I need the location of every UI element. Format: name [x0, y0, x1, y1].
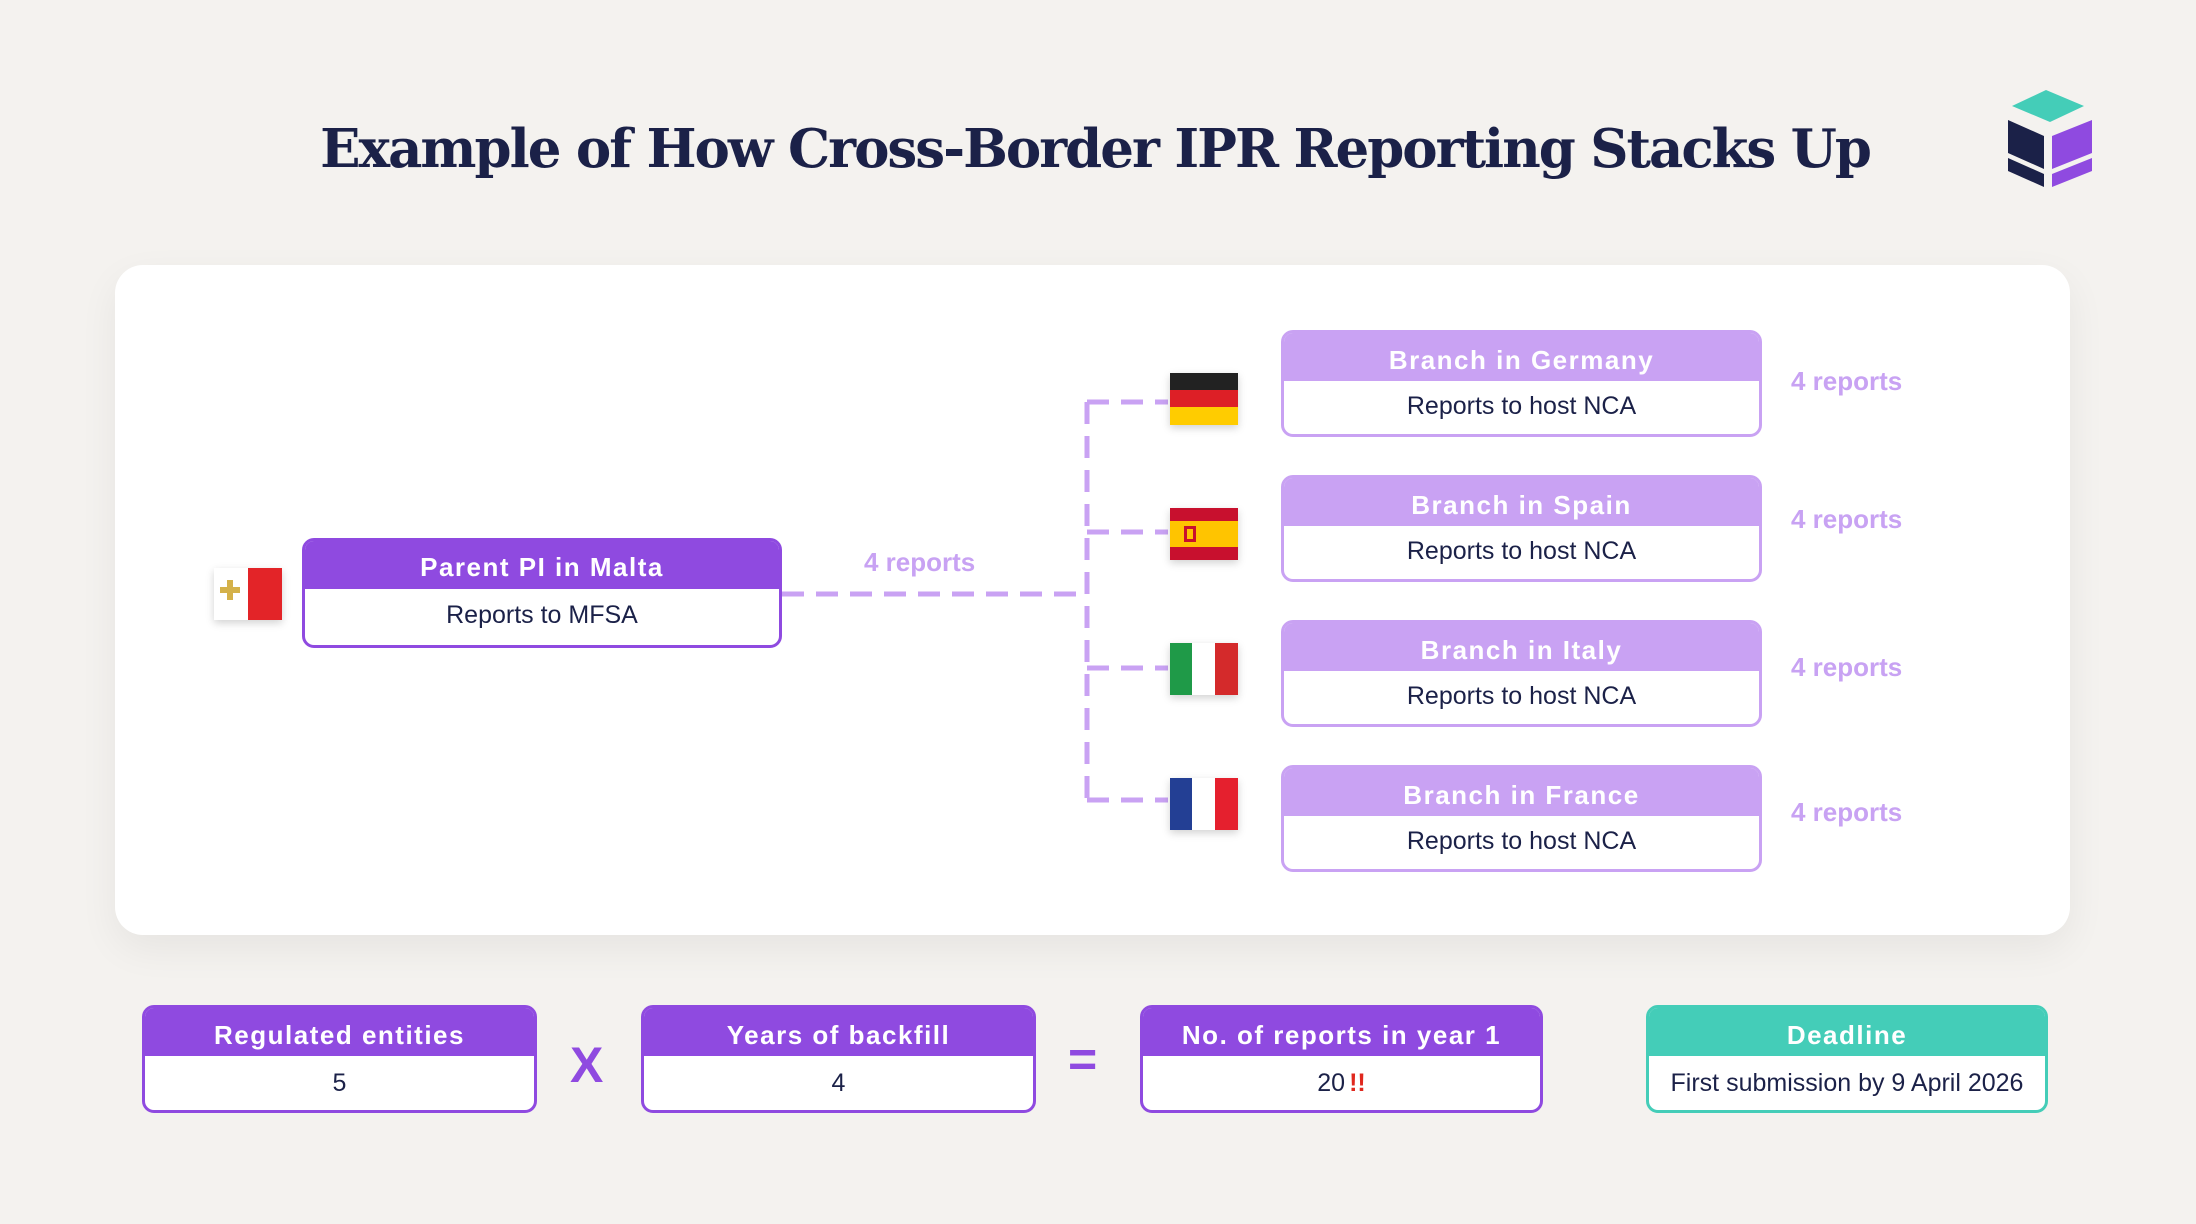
logo-icon: [2008, 90, 2092, 187]
branch-subtitle: Reports to host NCA: [1406, 537, 1637, 565]
multiply-symbol: X: [570, 1037, 604, 1093]
branch-box-germany: Branch in Germany Reports to host NCA: [1281, 330, 1762, 437]
deadline-value: First submission by 9 April 2026: [1670, 1069, 2024, 1097]
double-exclamation-icon: !!: [1349, 1069, 1366, 1097]
reports-year1-label: No. of reports in year 1: [1143, 1008, 1540, 1056]
branch-subtitle: Reports to host NCA: [1406, 682, 1637, 710]
years-of-backfill-label: Years of backfill: [644, 1008, 1033, 1056]
branch-reports-label: 4 reports: [1791, 366, 1903, 396]
branch-box-spain: Branch in Spain Reports to host NCA: [1281, 475, 1762, 582]
reports-year1-value-row: 20!!: [1143, 1056, 1540, 1110]
parent-entity-subtitle: Reports to MFSA: [446, 601, 638, 629]
italy-flag-icon: [1170, 643, 1238, 695]
branch-box-france: Branch in France Reports to host NCA: [1281, 765, 1762, 872]
branch-reports-label: 4 reports: [1791, 797, 1903, 827]
years-of-backfill-value: 4: [831, 1069, 846, 1097]
reports-year1-box: No. of reports in year 1 20!!: [1140, 1005, 1543, 1113]
reports-year1-value: 20: [1317, 1069, 1346, 1097]
branch-title: Branch in Germany: [1284, 333, 1759, 381]
regulated-entities-value: 5: [332, 1069, 347, 1097]
parent-reports-label: 4 reports: [864, 547, 976, 577]
branch-title: Branch in Spain: [1284, 478, 1759, 526]
page-title: Example of How Cross-Border IPR Reportin…: [320, 118, 1872, 180]
branch-reports-label: 4 reports: [1791, 504, 1903, 534]
branch-subtitle: Reports to host NCA: [1406, 392, 1637, 420]
branch-title: Branch in Italy: [1284, 623, 1759, 671]
malta-flag-icon: [214, 568, 282, 620]
regulated-entities-box: Regulated entities 5: [142, 1005, 537, 1113]
branch-subtitle: Reports to host NCA: [1406, 827, 1637, 855]
germany-flag-icon: [1170, 373, 1238, 425]
regulated-entities-label: Regulated entities: [145, 1008, 534, 1056]
spain-flag-icon: [1170, 508, 1238, 560]
parent-entity-title: Parent PI in Malta: [305, 541, 779, 589]
parent-entity-box: Parent PI in Malta Reports to MFSA: [302, 538, 782, 648]
branch-reports-label: 4 reports: [1791, 652, 1903, 682]
branch-box-italy: Branch in Italy Reports to host NCA: [1281, 620, 1762, 727]
branch-title: Branch in France: [1284, 768, 1759, 816]
years-of-backfill-box: Years of backfill 4: [641, 1005, 1036, 1113]
france-flag-icon: [1170, 778, 1238, 830]
deadline-label: Deadline: [1649, 1008, 2045, 1056]
equals-symbol: =: [1068, 1031, 1098, 1087]
deadline-box: Deadline First submission by 9 April 202…: [1646, 1005, 2048, 1113]
